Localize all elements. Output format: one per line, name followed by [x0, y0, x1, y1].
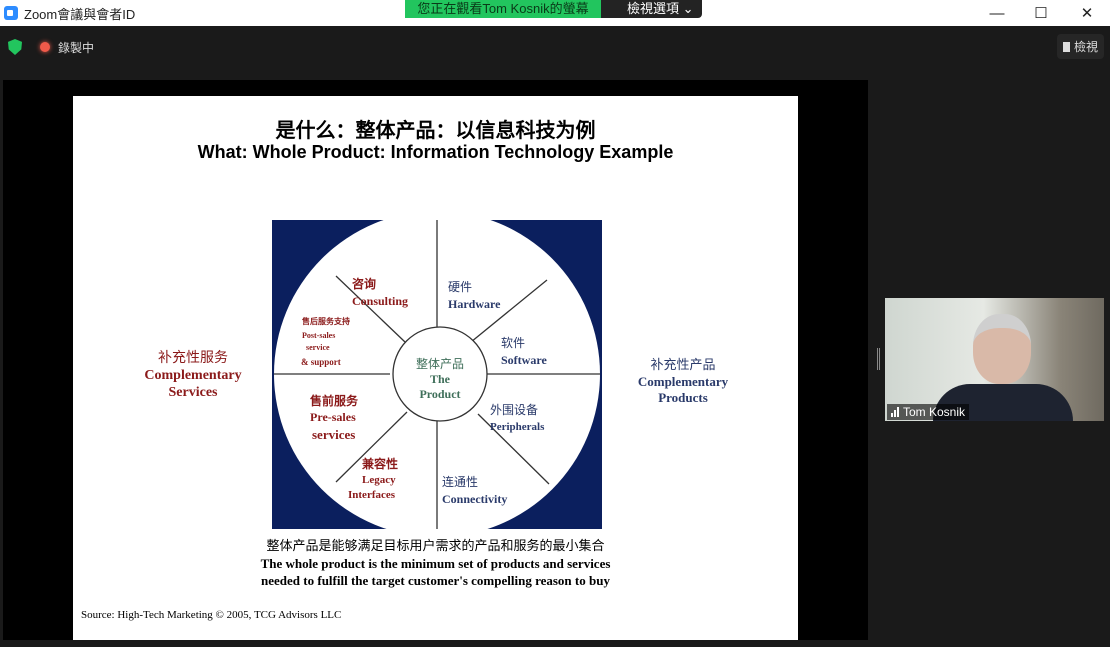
- complementary-products: 补充性产品 Complementary Products: [618, 358, 748, 406]
- window-title: Zoom會議與會者ID: [24, 6, 136, 22]
- right-en1: Complementary: [637, 374, 729, 389]
- software-en: Software: [501, 353, 547, 367]
- caption-cn: 整体产品是能够满足目标用户需求的产品和服务的最小集合: [266, 539, 605, 554]
- center-cn: 整体产品: [416, 356, 464, 371]
- hardware-cn: 硬件: [448, 280, 472, 294]
- participant-name: Tom Kosnik: [903, 405, 966, 419]
- slide-caption: 整体产品是能够满足目标用户需求的产品和服务的最小集合 The whole pro…: [73, 538, 798, 589]
- left-en1: Complementary: [144, 368, 242, 383]
- center-en2: Product: [419, 387, 460, 401]
- whole-product-diagram: 整体产品 The Product 咨询 Consulting 售后服务支持 Po…: [272, 220, 602, 529]
- view-label: 檢視: [1073, 40, 1098, 54]
- signal-strength-icon: [891, 407, 899, 417]
- left-en2: Services: [168, 385, 218, 400]
- right-en2: Products: [658, 390, 708, 405]
- software-cn: 软件: [501, 336, 525, 350]
- consulting-en: Consulting: [352, 294, 408, 308]
- peripherals-cn: 外围设备: [490, 403, 538, 417]
- connectivity-en: Connectivity: [442, 492, 507, 506]
- view-icon: [1062, 41, 1070, 52]
- presales-cn: 售前服务: [310, 393, 359, 408]
- security-shield-icon[interactable]: [8, 39, 22, 55]
- title-bar: Zoom會議與會者ID 您正在觀看Tom Kosnik的螢幕 檢視選項 ⌄ — …: [0, 0, 1110, 26]
- complementary-services: 补充性服务 Complementary Services: [128, 350, 258, 401]
- center-circle: [392, 326, 488, 422]
- screen-share-banner: 您正在觀看Tom Kosnik的螢幕 檢視選項 ⌄: [405, 0, 702, 18]
- legacy-en2: Interfaces: [348, 489, 396, 501]
- participant-video[interactable]: Tom Kosnik: [885, 298, 1104, 421]
- postsales-en1: Post-sales: [302, 331, 335, 340]
- postsales-en2: service: [306, 343, 330, 352]
- left-cn: 补充性服务: [158, 350, 228, 366]
- postsales-cn: 售后服务支持: [301, 316, 350, 326]
- center-en1: The: [430, 372, 451, 386]
- minimize-button[interactable]: —: [989, 4, 1005, 22]
- zoom-app-icon: [4, 6, 18, 20]
- slide-title-en: What: Whole Product: Information Technol…: [197, 142, 674, 162]
- view-options-button[interactable]: 檢視選項 ⌄: [601, 0, 702, 18]
- slide-source: Source: High-Tech Marketing © 2005, TCG …: [81, 609, 342, 621]
- caption-en2: needed to fulfill the target customer's …: [261, 573, 610, 588]
- viewing-label: 您正在觀看Tom Kosnik的螢幕: [405, 0, 601, 18]
- caption-en1: The whole product is the minimum set of …: [260, 556, 611, 571]
- recording-label: 錄製中: [58, 40, 95, 55]
- view-button[interactable]: 檢視: [1056, 34, 1104, 59]
- maximize-button[interactable]: ☐: [1034, 5, 1048, 22]
- divider-lines: [274, 220, 600, 529]
- legacy-cn: 兼容性: [361, 456, 398, 471]
- slide: 是什么：整体产品：以信息科技为例 What: Whole Product: In…: [73, 96, 798, 640]
- recording-icon: [40, 42, 50, 52]
- panel-resize-handle[interactable]: [877, 348, 880, 370]
- legacy-en1: Legacy: [362, 474, 396, 486]
- connectivity-cn: 连通性: [442, 474, 478, 489]
- hardware-en: Hardware: [448, 297, 501, 311]
- consulting-cn: 咨询: [352, 276, 376, 291]
- slide-title-cn: 是什么：整体产品：以信息科技为例: [275, 118, 596, 142]
- presales-en2: services: [312, 427, 355, 442]
- right-cn: 补充性产品: [650, 358, 716, 373]
- participant-name-tag: Tom Kosnik: [887, 404, 970, 420]
- postsales-en3: & support: [301, 357, 341, 367]
- close-button[interactable]: ✕: [1080, 5, 1094, 22]
- peripherals-en: Peripherals: [490, 421, 545, 433]
- participant-face: [973, 314, 1031, 384]
- meeting-toolbar: 錄製中 檢視: [0, 26, 1110, 68]
- presales-en1: Pre-sales: [310, 410, 356, 424]
